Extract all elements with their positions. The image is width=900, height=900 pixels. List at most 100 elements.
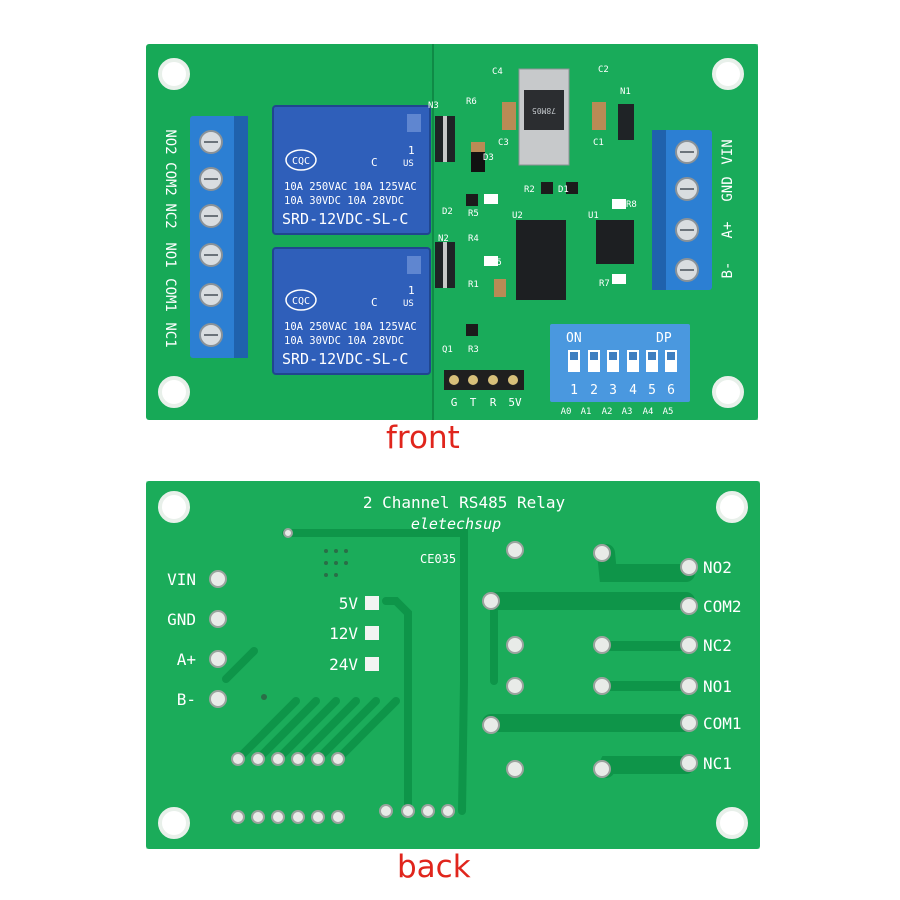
back-right-terminal-labels: NO2 COM2 NC2 NO1 COM1 NC1 xyxy=(703,558,742,773)
svg-text:6: 6 xyxy=(667,383,675,398)
svg-text:N2: N2 xyxy=(438,234,449,244)
svg-text:CQC: CQC xyxy=(292,156,310,167)
right-terminal-block xyxy=(652,130,712,290)
regulator-marking: 78M05 xyxy=(532,106,556,115)
svg-text:C5: C5 xyxy=(491,258,502,268)
back-board: 2 Channel RS485 Relay eletechsup CE035 V… xyxy=(146,481,760,849)
svg-text:NO1: NO1 xyxy=(703,677,732,696)
back-left-pin-labels: VIN GND A+ B- xyxy=(167,570,196,709)
svg-text:R2: R2 xyxy=(524,185,535,195)
svg-text:B-: B- xyxy=(177,690,196,709)
svg-text:CQC: CQC xyxy=(292,296,310,307)
svg-text:NC1: NC1 xyxy=(703,754,732,773)
svg-text:4: 4 xyxy=(629,383,637,398)
svg-text:R3: R3 xyxy=(468,345,479,355)
back-title: 2 Channel RS485 Relay xyxy=(363,493,566,512)
back-mounting-holes xyxy=(158,491,748,839)
svg-text:U1: U1 xyxy=(588,211,599,221)
svg-text:COM2: COM2 xyxy=(703,597,742,616)
svg-text:C2: C2 xyxy=(598,65,609,75)
svg-text:12V: 12V xyxy=(329,624,358,643)
serial-header: G T R 5V xyxy=(444,370,524,409)
svg-text:5V: 5V xyxy=(339,594,359,613)
back-code: CE035 xyxy=(420,552,456,566)
svg-text:10A 250VAC 10A 125VAC: 10A 250VAC 10A 125VAC xyxy=(284,321,417,333)
svg-text:A+: A+ xyxy=(177,650,196,669)
svg-text:C4: C4 xyxy=(492,67,503,77)
voltage-jumper-labels: 5V 12V 24V xyxy=(329,594,358,674)
svg-text:C: C xyxy=(371,156,378,169)
svg-text:1: 1 xyxy=(408,144,415,157)
header-pin-label: R xyxy=(490,396,497,409)
front-board: NO2 COM2 NC2 NO1 COM1 NC1 CQC C 1 US 10A… xyxy=(146,44,758,420)
back-brand: eletechsup xyxy=(411,515,501,533)
right-terminal-labels: VIN GND A+ B- xyxy=(720,139,736,278)
front-caption: front xyxy=(386,420,460,456)
svg-text:C3: C3 xyxy=(498,138,509,148)
right-terminal-label: A+ xyxy=(720,222,736,239)
svg-text:A5: A5 xyxy=(663,407,674,417)
svg-text:A1: A1 xyxy=(581,407,592,417)
svg-text:10A 250VAC 10A 125VAC: 10A 250VAC 10A 125VAC xyxy=(284,181,417,193)
svg-text:COM1: COM1 xyxy=(703,714,742,733)
back-caption: back xyxy=(397,849,471,885)
svg-text:R4: R4 xyxy=(468,234,479,244)
svg-text:2: 2 xyxy=(590,383,598,398)
svg-text:1: 1 xyxy=(570,383,578,398)
svg-text:C1: C1 xyxy=(593,138,604,148)
svg-text:24V: 24V xyxy=(329,655,358,674)
svg-text:D2: D2 xyxy=(442,207,453,217)
svg-text:R7: R7 xyxy=(599,279,610,289)
svg-text:A2: A2 xyxy=(602,407,613,417)
svg-text:A0: A0 xyxy=(561,407,572,417)
svg-text:N3: N3 xyxy=(428,101,439,111)
relay-2: CQC C 1 US 10A 250VAC 10A 125VAC 10A 30V… xyxy=(272,247,431,375)
svg-text:NO2: NO2 xyxy=(703,558,732,577)
right-terminal-label: GND xyxy=(720,176,736,201)
svg-text:R8: R8 xyxy=(626,200,637,210)
header-pin-label: G xyxy=(451,396,458,409)
left-terminal-labels: NO2 COM2 NC2 NO1 COM1 NC1 xyxy=(162,129,178,347)
left-terminal-label: NO2 xyxy=(162,129,178,154)
header-pin-label: T xyxy=(470,396,477,409)
relay-traces-thin xyxy=(601,641,691,691)
svg-text:N1: N1 xyxy=(620,87,631,97)
right-terminal-label: VIN xyxy=(720,139,736,164)
svg-text:D3: D3 xyxy=(483,153,494,163)
svg-text:5: 5 xyxy=(648,383,656,398)
dip-on-label: ON xyxy=(566,331,582,346)
dip-dp-label: DP xyxy=(656,331,672,346)
svg-text:Q1: Q1 xyxy=(442,345,453,355)
dip-switch: ON DP 1 2 3 4 5 6 A0 A1 A2 A3 A4 A5 xyxy=(550,324,690,417)
svg-text:VIN: VIN xyxy=(167,570,196,589)
solder-pads xyxy=(209,528,698,824)
svg-text:SRD-12VDC-SL-C: SRD-12VDC-SL-C xyxy=(282,350,408,368)
relay-1: CQC C 1 US 10A 250VAC 10A 125VAC 10A 30V… xyxy=(272,105,431,235)
right-terminal-label: B- xyxy=(720,262,736,279)
svg-text:10A 30VDC 10A 28VDC: 10A 30VDC 10A 28VDC xyxy=(284,335,404,347)
left-terminal-label: NC1 xyxy=(162,322,178,347)
left-terminal-label: NO1 xyxy=(162,242,178,267)
svg-text:D1: D1 xyxy=(558,185,569,195)
svg-text:SRD-12VDC-SL-C: SRD-12VDC-SL-C xyxy=(282,210,408,228)
component-labels: N3 R6 C4 C2 N1 C3 C1 D3 R2 D1 R8 D2 R5 U… xyxy=(428,65,637,355)
svg-text:GND: GND xyxy=(167,610,196,629)
voltage-jumper-pads xyxy=(365,596,379,671)
svg-text:NC2: NC2 xyxy=(703,636,732,655)
svg-text:1: 1 xyxy=(408,284,415,297)
svg-text:US: US xyxy=(403,159,414,169)
svg-text:R6: R6 xyxy=(466,97,477,107)
left-terminal-label: COM2 xyxy=(162,162,178,196)
left-terminal-block xyxy=(190,116,248,358)
svg-text:R1: R1 xyxy=(468,280,479,290)
svg-text:C: C xyxy=(371,296,378,309)
svg-text:A3: A3 xyxy=(622,407,633,417)
smd-components: 78M05 xyxy=(435,68,634,336)
copper-traces xyxy=(222,529,498,815)
svg-text:3: 3 xyxy=(609,383,617,398)
svg-text:R5: R5 xyxy=(468,209,479,219)
svg-text:10A 30VDC 10A 28VDC: 10A 30VDC 10A 28VDC xyxy=(284,195,404,207)
via-dots xyxy=(261,549,348,700)
svg-text:U2: U2 xyxy=(512,211,523,221)
svg-text:A4: A4 xyxy=(643,407,654,417)
